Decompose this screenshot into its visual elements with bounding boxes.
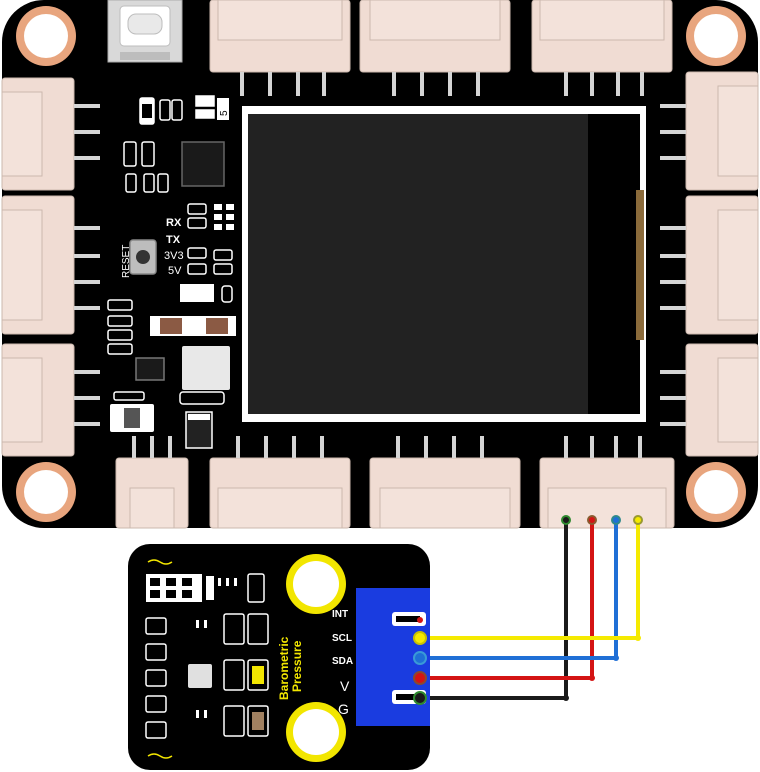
- standoff-top: [286, 554, 346, 614]
- connector-left-2: [1, 195, 100, 335]
- small-components: [107, 95, 236, 449]
- label-3v3: 3V3: [164, 250, 184, 262]
- connector-right-3: [660, 343, 759, 457]
- pin-label-scl: SCL: [332, 633, 352, 644]
- wires: [416, 515, 643, 701]
- sensor-module: INT SCL SDA V G Barometric Pressure: [128, 544, 430, 770]
- pin-label-v: V: [340, 678, 350, 694]
- usb-c-port: [107, 0, 183, 63]
- label-five-text: 5: [219, 110, 230, 116]
- label-rx: RX: [166, 217, 182, 229]
- wire-black: [416, 520, 568, 700]
- lcd-screen: [242, 106, 646, 422]
- sensor-connector: [356, 588, 430, 726]
- pin-label-g: G: [338, 701, 349, 717]
- mounting-hole-top-left: [16, 6, 76, 66]
- connector-left-1: [1, 77, 100, 191]
- connector-top-3: [531, 0, 673, 96]
- wire-yellow: [416, 520, 640, 640]
- standoff-bottom: [286, 702, 346, 762]
- label-5v: 5V: [168, 265, 182, 277]
- label-tx: TX: [166, 234, 181, 246]
- connector-bottom-3: [369, 436, 521, 529]
- sensor-title-line1: Barometric: [277, 636, 291, 700]
- label-reset: RESET: [121, 245, 132, 278]
- connector-left-3: [1, 343, 100, 457]
- mounting-hole-bottom-right: [686, 462, 746, 522]
- connector-top-1: [209, 0, 351, 96]
- main-board: RX TX 3V3 5V RESET 5 5: [1, 0, 759, 529]
- mounting-hole-bottom-left: [16, 462, 76, 522]
- connector-bottom-2: [209, 436, 351, 529]
- connector-right-2: [660, 195, 759, 335]
- sensor-title-line2: Pressure: [290, 640, 304, 692]
- connector-top-2: [359, 0, 511, 96]
- label-five-bg: [217, 98, 229, 120]
- mounting-hole-top-right: [686, 6, 746, 66]
- pin-label-int: INT: [332, 609, 348, 620]
- connector-right-1: [660, 71, 759, 191]
- connector-bottom-1: [115, 436, 189, 529]
- pin-label-sda: SDA: [332, 656, 353, 667]
- sensor-components: [145, 559, 269, 759]
